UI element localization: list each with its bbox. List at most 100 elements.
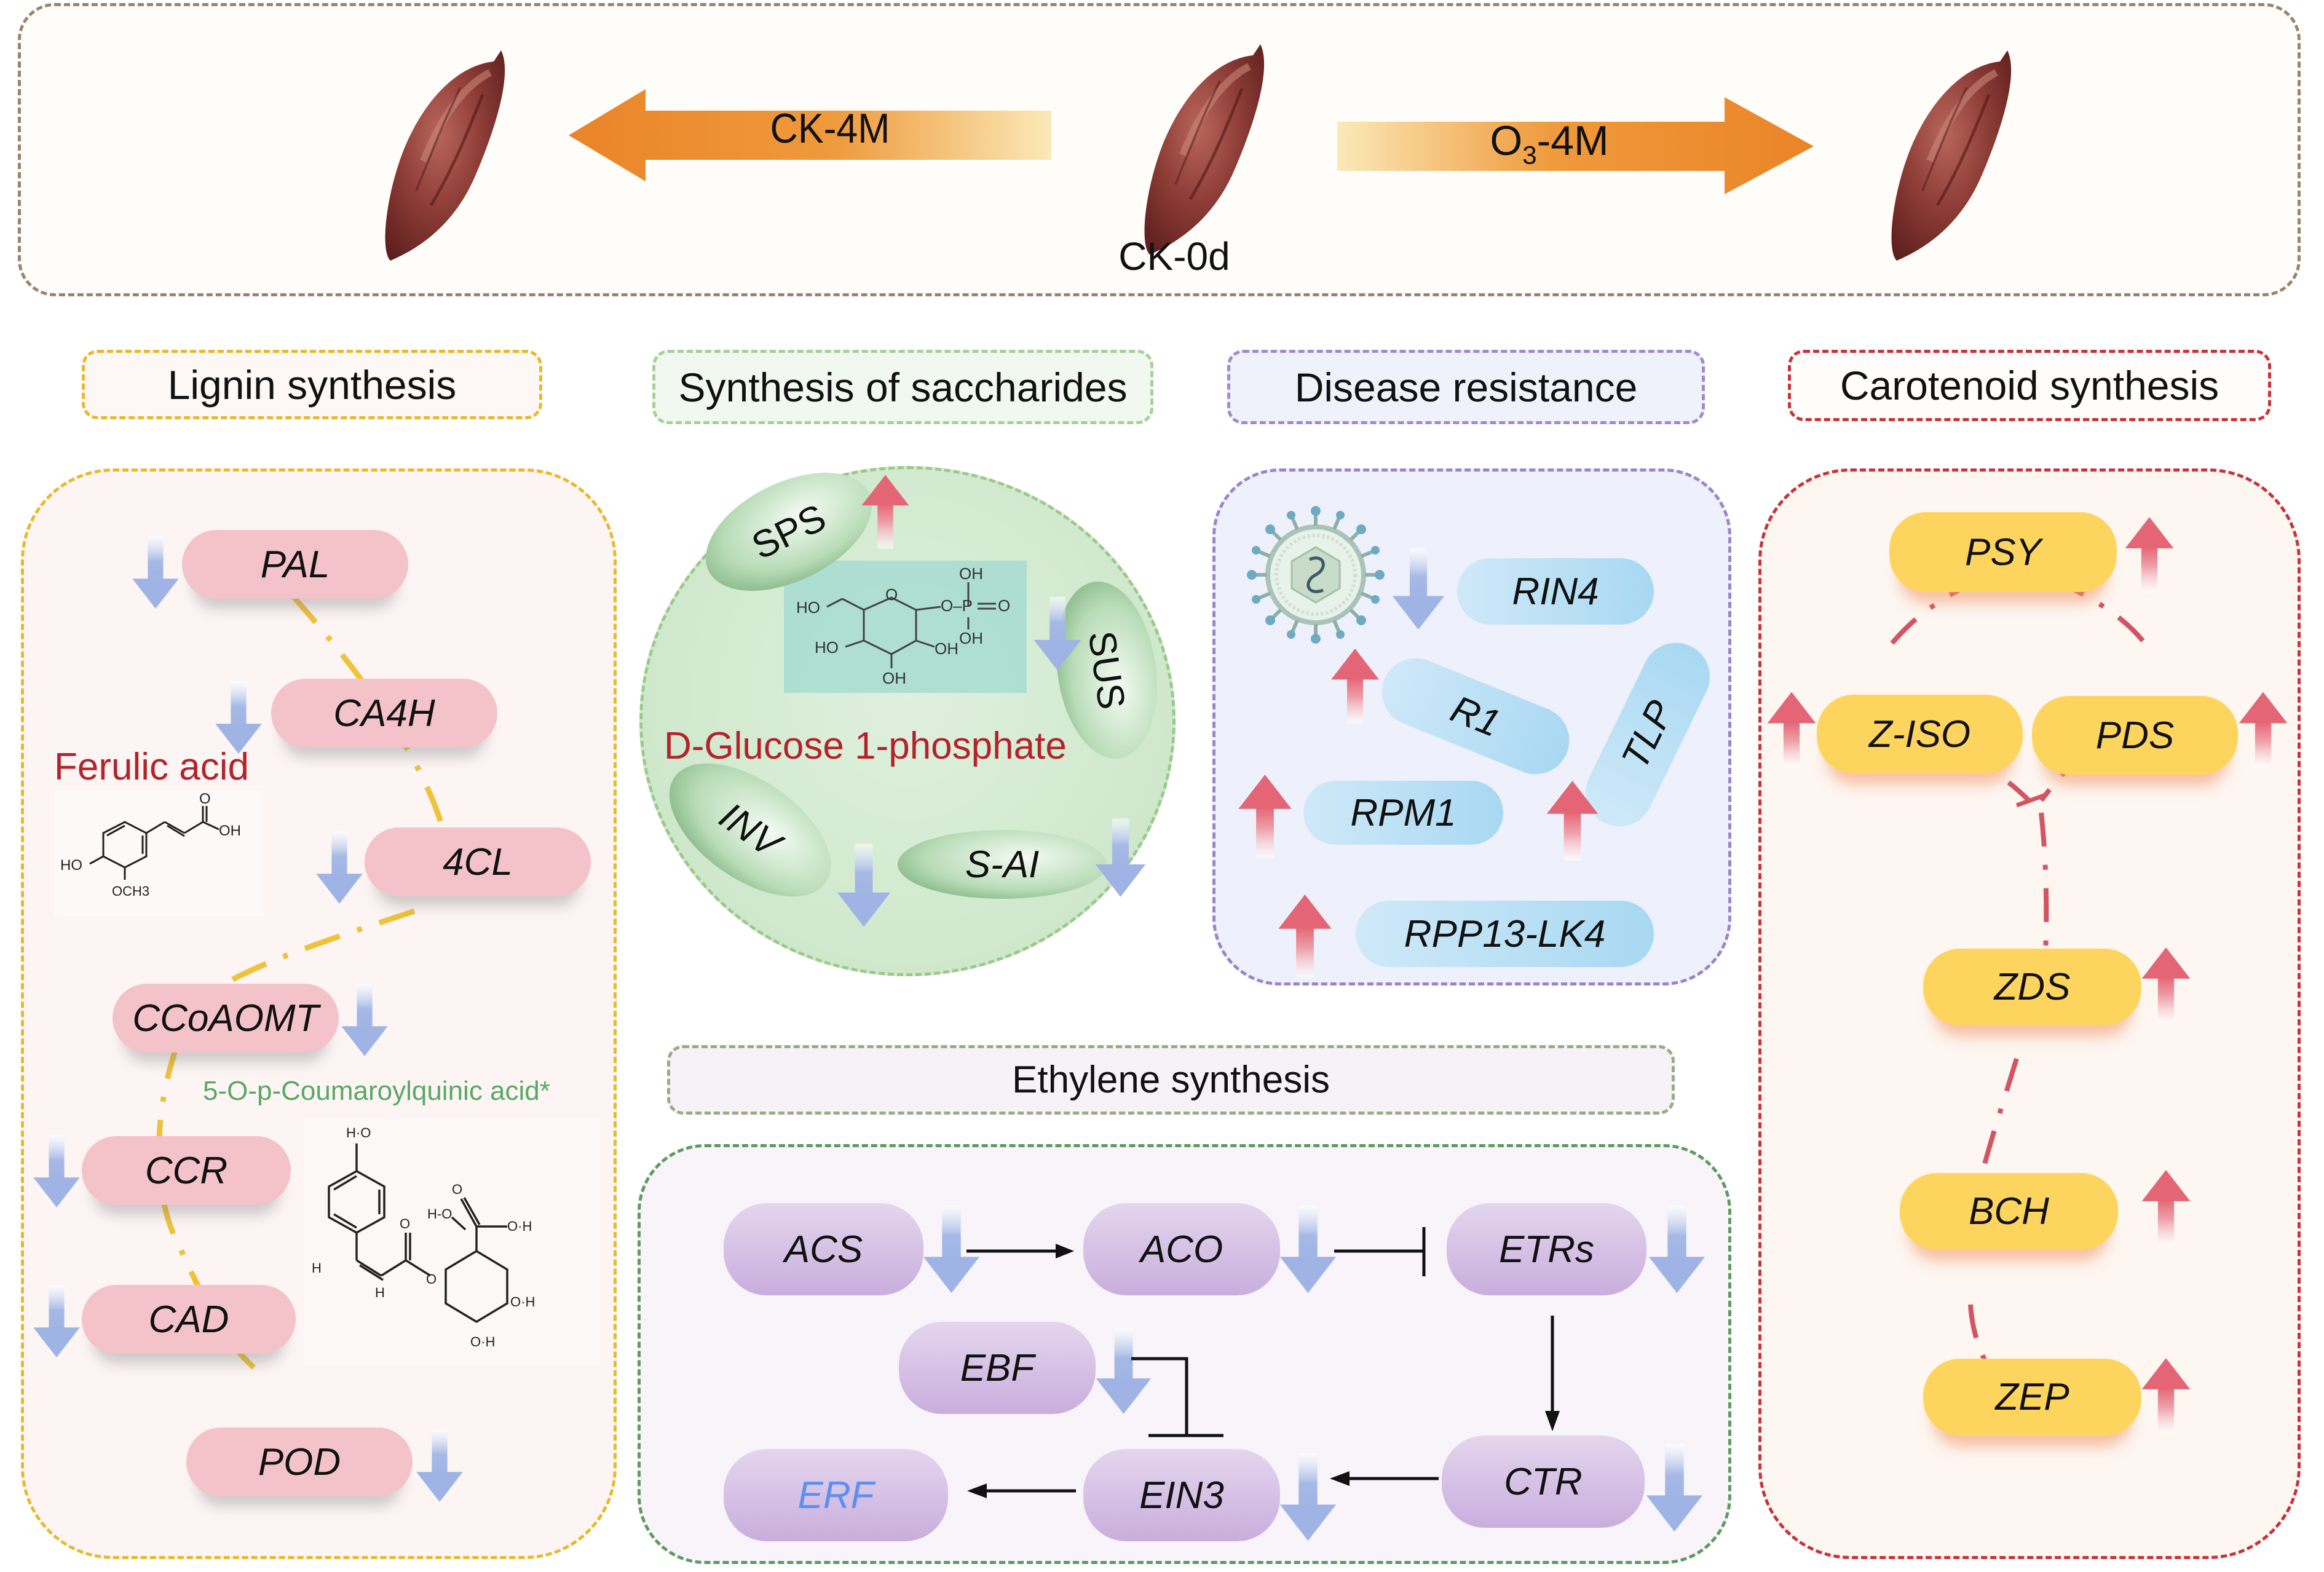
zep-up-arrow-icon bbox=[2141, 1358, 2191, 1434]
inv-down-arrow-icon bbox=[837, 843, 891, 927]
gene-ein3: EIN3 bbox=[1083, 1449, 1280, 1541]
lignin-synthesis-title: Lignin synthesis bbox=[167, 361, 457, 408]
svg-text:O: O bbox=[426, 1271, 437, 1287]
gene-etrs: ETRs bbox=[1447, 1203, 1646, 1295]
gene-acs: ACS bbox=[724, 1203, 923, 1295]
ctr-to-ein3-arrow bbox=[1330, 1471, 1439, 1486]
ccoaomt-down-arrow-icon bbox=[341, 984, 388, 1056]
gene-s-ai-label: S-AI bbox=[965, 843, 1040, 886]
pal-down-arrow-icon bbox=[132, 536, 179, 609]
etrs-down-arrow-icon bbox=[1648, 1205, 1705, 1294]
ferulic-och3-label: OCH3 bbox=[112, 883, 149, 899]
potato-ck-0d-icon bbox=[1061, 37, 1350, 258]
disease-resistance-title: Disease resistance bbox=[1294, 364, 1638, 410]
svg-text:H·O: H·O bbox=[346, 1125, 371, 1140]
svg-text:OH: OH bbox=[935, 639, 958, 658]
gene-ctr: CTR bbox=[1442, 1436, 1645, 1528]
o3-4m-label-rest: -4M bbox=[1536, 117, 1609, 164]
ethylene-synthesis-title: Ethylene synthesis bbox=[1012, 1059, 1330, 1101]
pod-down-arrow-icon bbox=[416, 1429, 463, 1502]
gene-rpm1: RPM1 bbox=[1303, 781, 1503, 845]
4cl-down-arrow-icon bbox=[316, 831, 363, 904]
gene-zep: ZEP bbox=[1923, 1359, 2141, 1436]
s-ai-down-arrow-icon bbox=[1095, 818, 1146, 897]
gene-sus-label: SUS bbox=[1080, 628, 1134, 712]
svg-text:O·H: O·H bbox=[510, 1294, 535, 1309]
carotenoid-synthesis-header: Carotenoid synthesis bbox=[1788, 350, 2271, 421]
gene-psy: PSY bbox=[1889, 512, 2117, 592]
ferulic-ho-label: HO bbox=[60, 857, 82, 874]
lignin-synthesis-header: Lignin synthesis bbox=[82, 350, 542, 419]
gene-ca4h: CA4H bbox=[271, 679, 497, 748]
potato-o3-4m-icon bbox=[1808, 43, 2097, 264]
rpp13-lk4-up-arrow-icon bbox=[1278, 895, 1332, 978]
ebf-inhibits-ein3 bbox=[1131, 1357, 1223, 1437]
aco-inhibits-etrs bbox=[1334, 1227, 1426, 1276]
rpm1-up-arrow-icon bbox=[1238, 775, 1292, 858]
coumaroylquinic-acid-structure: H·OHH OO OO·HH-O O·HO·H bbox=[304, 1119, 599, 1365]
acs-to-aco-arrow bbox=[966, 1244, 1074, 1258]
ferulic-oh-label: OH bbox=[219, 823, 241, 839]
gene-erf-label: ERF bbox=[797, 1474, 874, 1517]
o3-4m-arrow-icon bbox=[1337, 97, 1814, 194]
disease-resistance-header: Disease resistance bbox=[1227, 350, 1705, 424]
svg-text:O·H: O·H bbox=[507, 1218, 532, 1234]
gene-pal: PAL bbox=[182, 530, 408, 599]
svg-text:HO: HO bbox=[796, 598, 820, 617]
gene-sps-label: SPS bbox=[745, 496, 832, 568]
tlp-up-arrow-icon bbox=[1546, 781, 1599, 861]
o3-4m-label-main: O bbox=[1490, 117, 1523, 164]
gene-z-iso: Z-ISO bbox=[1817, 695, 2023, 773]
ferulic-o-label: O bbox=[199, 791, 211, 807]
svg-text:H: H bbox=[312, 1260, 322, 1276]
virus-icon bbox=[1247, 506, 1385, 644]
svg-text:O: O bbox=[885, 585, 898, 604]
pds-up-arrow-icon bbox=[2239, 692, 2288, 768]
gene-rpp13-lk4: RPP13-LK4 bbox=[1356, 901, 1654, 967]
ck-4m-label: CK-4M bbox=[770, 105, 890, 152]
gene-zds: ZDS bbox=[1923, 949, 2141, 1025]
svg-text:OH: OH bbox=[882, 669, 906, 687]
gene-ebf: EBF bbox=[899, 1322, 1096, 1414]
carotenoid-synthesis-title: Carotenoid synthesis bbox=[1840, 363, 2219, 408]
svg-text:O: O bbox=[400, 1216, 410, 1231]
gene-r1-label: R1 bbox=[1445, 687, 1506, 745]
ctr-down-arrow-icon bbox=[1646, 1444, 1703, 1532]
glucose-1-phosphate-structure bbox=[784, 561, 1027, 693]
svg-text:OH: OH bbox=[959, 564, 983, 583]
glucose-1-phosphate-label: D-Glucose 1-phosphate bbox=[664, 725, 1067, 767]
gene-4cl: 4CL bbox=[365, 827, 591, 896]
ethylene-synthesis-header: Ethylene synthesis bbox=[667, 1045, 1675, 1115]
saccharides-title: Synthesis of saccharides bbox=[678, 364, 1128, 410]
gene-aco: ACO bbox=[1083, 1203, 1280, 1295]
ck-4m-arrow-icon bbox=[569, 89, 1051, 181]
etrs-to-ctr-arrow bbox=[1545, 1316, 1560, 1431]
svg-text:O·H: O·H bbox=[470, 1334, 495, 1349]
zds-up-arrow-icon bbox=[2141, 947, 2191, 1023]
gene-inv-label: INV bbox=[711, 794, 789, 866]
psy-up-arrow-icon bbox=[2125, 517, 2174, 593]
aco-down-arrow-icon bbox=[1279, 1205, 1337, 1294]
gene-erf: ERF bbox=[724, 1449, 948, 1541]
gene-ccoaomt: CCoAOMT bbox=[113, 984, 339, 1053]
svg-text:H: H bbox=[375, 1285, 385, 1300]
svg-text:O: O bbox=[998, 596, 1010, 615]
cad-down-arrow-icon bbox=[33, 1285, 80, 1357]
ck-0d-label: CK-0d bbox=[1118, 234, 1230, 278]
o3-4m-label: O3-4M bbox=[1469, 117, 1629, 170]
ferulic-acid-structure: O OH HO OCH3 bbox=[54, 790, 263, 916]
rin4-down-arrow-icon bbox=[1392, 548, 1445, 630]
z-iso-up-arrow-icon bbox=[1767, 692, 1816, 768]
gene-rin4: RIN4 bbox=[1457, 558, 1654, 625]
gene-s-ai: S-AI bbox=[898, 830, 1107, 899]
gene-pod: POD bbox=[186, 1428, 413, 1496]
ferulic-acid-label: Ferulic acid bbox=[54, 746, 249, 788]
svg-text:O–P: O–P bbox=[941, 596, 973, 615]
svg-text:OH: OH bbox=[959, 629, 983, 647]
bch-up-arrow-icon bbox=[2141, 1170, 2191, 1246]
ccr-down-arrow-icon bbox=[33, 1135, 80, 1207]
ca4h-down-arrow-icon bbox=[215, 681, 262, 754]
gene-bch: BCH bbox=[1900, 1173, 2118, 1250]
potato-ck-4m-icon bbox=[310, 43, 581, 264]
